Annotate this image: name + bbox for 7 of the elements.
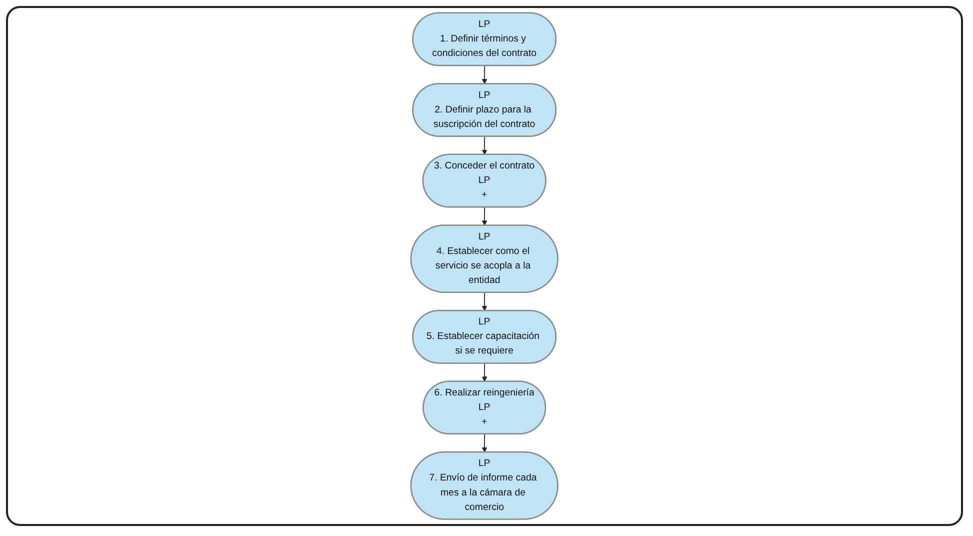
arrow — [482, 206, 488, 226]
arrow — [482, 434, 488, 453]
arrow — [482, 292, 488, 311]
diagram-frame: LP 1. Definir términos y condiciones del contrato LP 2. Definir plazo para la suscripción del contrato 3. Conceder el contrato LP + LP 4. Establecer como el servicio se acopla a la entidad LP 5. Establecer capacitación si se requiere 6. Realizar reingeniería LP + LP 7. Envío de informe cada mes a la cámara de comercio — [6, 6, 963, 526]
arrow — [482, 65, 488, 84]
arrow — [482, 136, 488, 155]
arrow — [482, 362, 488, 382]
